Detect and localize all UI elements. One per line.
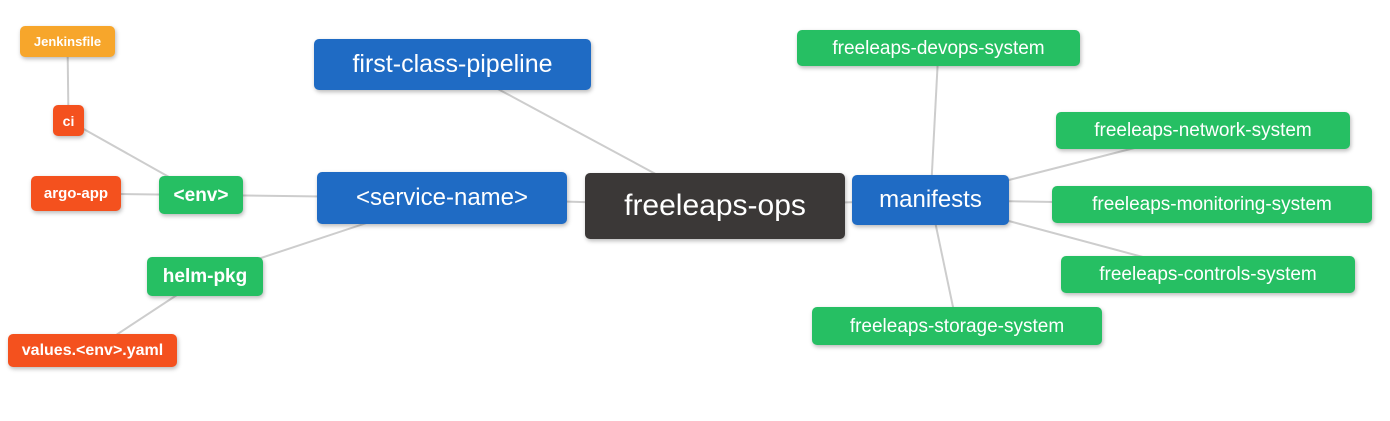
- node-values-env-yaml[interactable]: values.<env>.yaml: [8, 334, 177, 367]
- node-freeleaps-monitoring-system[interactable]: freeleaps-monitoring-system: [1052, 186, 1372, 223]
- node-freeleaps-storage-system[interactable]: freeleaps-storage-system: [812, 307, 1102, 345]
- node-ci[interactable]: ci: [53, 105, 84, 136]
- node-freeleaps-network-system[interactable]: freeleaps-network-system: [1056, 112, 1350, 149]
- node-freeleaps-devops-system[interactable]: freeleaps-devops-system: [797, 30, 1080, 66]
- node-helm-pkg[interactable]: helm-pkg: [147, 257, 263, 296]
- node-jenkinsfile[interactable]: Jenkinsfile: [20, 26, 115, 57]
- edge-manifests--freeleaps-devops-system: [929, 47, 940, 201]
- node-freeleaps-ops[interactable]: freeleaps-ops: [585, 173, 845, 239]
- node-service-name[interactable]: <service-name>: [317, 172, 567, 224]
- node-manifests[interactable]: manifests: [852, 175, 1009, 225]
- node-freeleaps-controls-system[interactable]: freeleaps-controls-system: [1061, 256, 1355, 293]
- node-first-class-pipeline[interactable]: first-class-pipeline: [314, 39, 591, 90]
- node-env[interactable]: <env>: [159, 176, 243, 214]
- node-argo-app[interactable]: argo-app: [31, 176, 121, 211]
